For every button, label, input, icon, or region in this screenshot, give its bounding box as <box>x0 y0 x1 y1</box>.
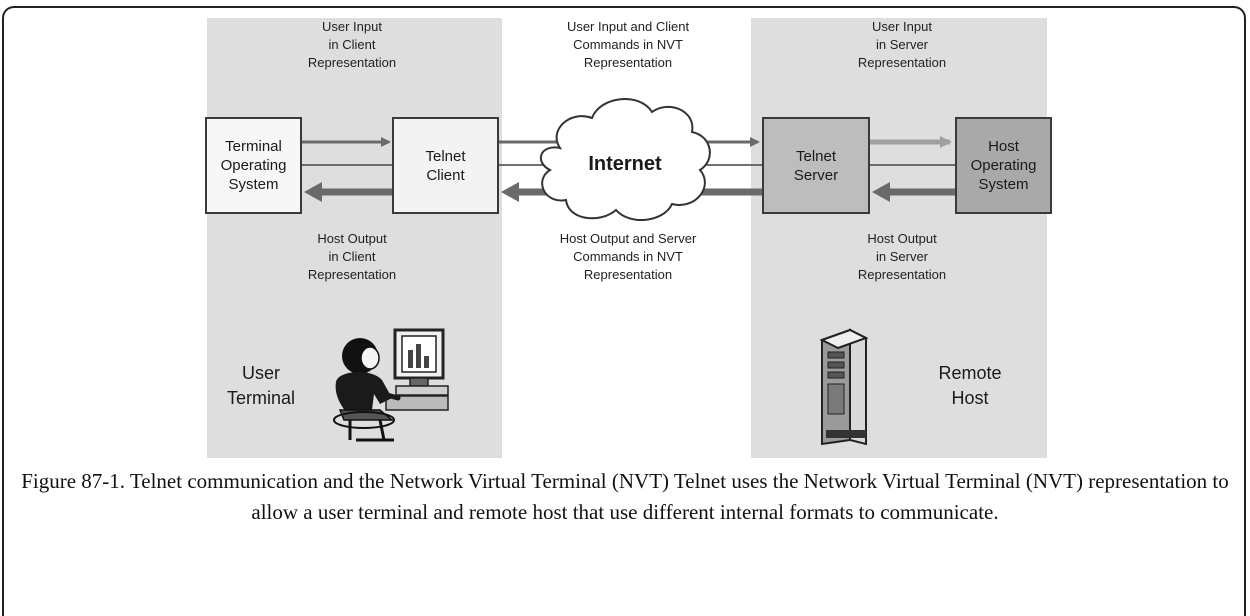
host-operating-system-box: Host Operating System <box>955 117 1052 214</box>
terminal-operating-system-box: Terminal Operating System <box>205 117 302 214</box>
remote-host-panel <box>751 18 1047 458</box>
internet-label: Internet <box>588 153 662 175</box>
host-output-arrow-head <box>872 182 890 202</box>
telnet-client-box: Telnet Client <box>392 117 499 214</box>
telnet-server-box: Telnet Server <box>762 117 870 214</box>
label-server-input: User Input in Server Representation <box>857 19 947 70</box>
server-host-arrows <box>870 136 955 202</box>
client-output-arrow-head <box>304 182 322 202</box>
user-terminal-label: User Terminal <box>226 363 296 408</box>
user-at-computer-icon <box>333 328 449 442</box>
label-client-input: User Input in Client Representation <box>307 19 397 70</box>
label-nvt-output: Host Output and Server Commands in NVT R… <box>559 231 697 282</box>
internet-cloud-icon <box>539 98 711 222</box>
server-tower-icon <box>819 328 869 446</box>
label-nvt-input: User Input and Client Commands in NVT Re… <box>566 19 690 70</box>
remote-host-label: Remote Host <box>938 363 1002 408</box>
figure-caption: Figure 87-1. Telnet communication and th… <box>21 469 1229 524</box>
nvt-output-arrow-head <box>501 182 519 202</box>
label-server-output: Host Output in Server Representation <box>857 231 947 282</box>
figure-frame <box>2 6 1246 616</box>
label-client-output: Host Output in Client Representation <box>307 231 397 282</box>
terminal-client-arrows <box>302 137 392 202</box>
